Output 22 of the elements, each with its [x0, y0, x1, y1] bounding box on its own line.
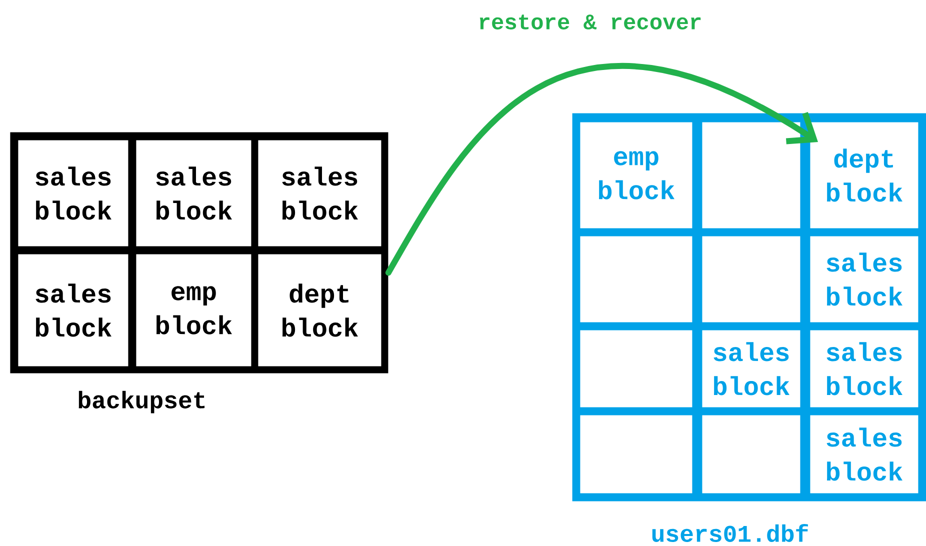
block-cell: sales block: [258, 140, 382, 246]
block-cell: sales block: [702, 330, 800, 408]
block-cell: sales block: [810, 236, 918, 322]
block-cell: dept block: [810, 122, 918, 228]
node-label: backupset: [78, 390, 205, 414]
empty-cell: [702, 122, 800, 228]
block-cell: sales block: [136, 140, 252, 246]
edge-label: restore & recover: [480, 14, 701, 30]
node-label: users01.dbf: [652, 524, 808, 542]
curved-arrow: [385, 63, 818, 276]
block-cell: sales block: [810, 330, 918, 408]
block-cell: sales block: [18, 140, 128, 246]
block-cell: sales block: [18, 254, 128, 366]
empty-cell: [580, 330, 692, 408]
block-cell: emp block: [136, 254, 252, 366]
block-cell: emp block: [580, 122, 692, 228]
empty-cell: [580, 236, 692, 322]
block-cell: sales block: [810, 415, 918, 494]
empty-cell: [702, 236, 800, 322]
empty-cell: [580, 415, 692, 494]
empty-cell: [702, 415, 800, 494]
block-cell: dept block: [258, 254, 382, 366]
